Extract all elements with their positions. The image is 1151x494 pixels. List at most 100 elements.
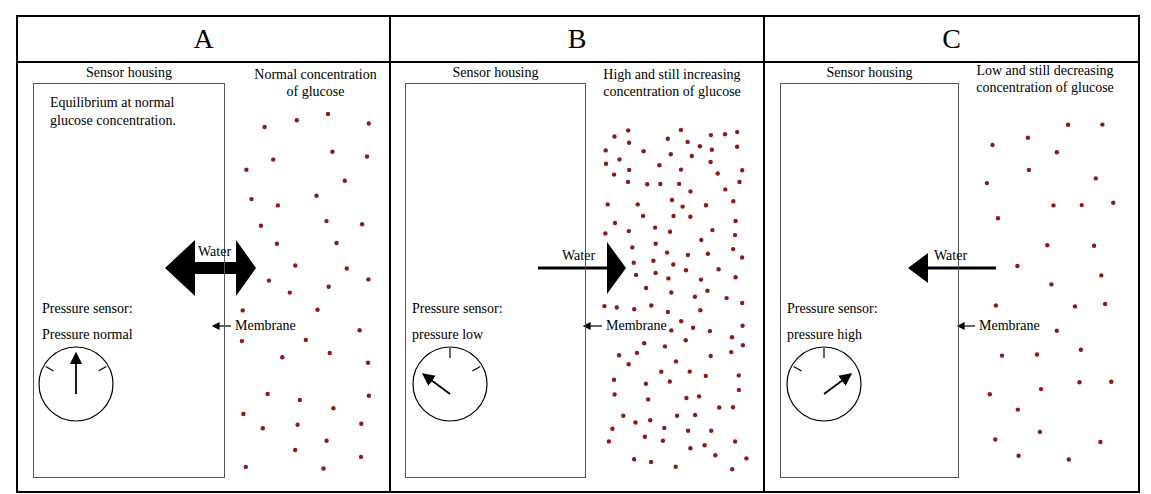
glucose-dot [295,118,299,122]
glucose-dot [733,275,737,279]
glucose-dot [697,394,701,398]
glucose-dot [1026,136,1030,140]
glucose-dot [709,354,713,358]
glucose-dot [607,439,611,443]
glucose-dot [632,261,636,265]
panel-letter: C [765,17,1138,63]
water-arrow [165,240,256,296]
glucose-dot [691,326,695,330]
glucose-dot [1079,348,1083,352]
glucose-dot [1099,273,1103,277]
housing-note: Pressure sensor: Pressure normal [42,296,154,348]
glucose-dot [704,374,708,378]
glucose-dot [1109,380,1113,384]
glucose-dot [293,263,297,267]
glucose-dot [698,308,702,312]
glucose-dot [1073,304,1077,308]
glucose-dot [1051,203,1055,207]
glucose-dot [314,194,318,198]
glucose-dot [627,362,631,366]
glucose-dot [612,392,616,396]
glucose-dot [713,453,717,457]
glucose-dot [704,203,708,207]
glucose-dot [688,369,692,373]
glucose-dot [641,149,645,153]
glucose-dot [679,167,683,171]
glucose-dot [730,467,734,471]
glucose-dot [328,351,332,355]
glucose-dot [670,198,674,202]
glucose-dot [241,308,245,312]
glucose-dot [741,343,745,347]
water-arrowhead [607,242,626,294]
glucose-dot [626,180,630,184]
glucose-dot [723,187,727,191]
glucose-dot [724,296,728,300]
housing-heading: Sensor housing [34,65,224,81]
glucose-dot [740,301,744,305]
glucose-dot [321,466,325,470]
glucose-dot [366,361,370,365]
glucose-dot [985,181,989,185]
glucose-dot [671,262,675,266]
glucose-dot [241,412,245,416]
glucose-dot [280,355,284,359]
glucose-dot [675,414,679,418]
glucose-dot [693,413,697,417]
glucose-dot [244,465,248,469]
glucose-dot [304,338,308,342]
glucose-dot [729,350,733,354]
glucose-dot [315,308,319,312]
glucose-dot [244,168,248,172]
glucose-dot [994,303,998,307]
glucose-dot [702,443,706,447]
glucose-dot [699,238,703,242]
glucose-dot [651,259,655,263]
glucose-dot [674,359,678,363]
glucose-dot [990,143,994,147]
water-arrow [924,267,996,270]
water-label: Water [198,243,231,260]
glucose-dot [735,130,739,134]
membrane-label: Membrane [979,317,1040,334]
glucose-dot [1103,302,1107,306]
membrane-label: Membrane [606,317,667,334]
glucose-dot [627,229,631,233]
glucose-dot [265,392,269,396]
sensor-housing: Sensor housingEquilibrium at normal gluc… [33,83,225,478]
glucose-dot [668,379,672,383]
panel-letter: B [391,17,763,63]
glucose-dot [648,418,652,422]
glucose-dot [735,145,739,149]
glucose-dot [1027,168,1031,172]
glucose-dot [684,268,688,272]
glucose-dot [636,202,640,206]
housing-note: Pressure sensor: pressure low [412,296,524,348]
glucose-dot [708,329,712,333]
glucose-dot [684,396,688,400]
glucose-dot [730,335,734,339]
glucose-dot [634,273,638,277]
glucose-dot [684,338,688,342]
glucose-dot [630,245,634,249]
glucose-dot [988,392,992,396]
glucose-dot [632,307,636,311]
glucose-dot [653,271,657,275]
membrane-label: Membrane [235,317,296,334]
glucose-dot [643,435,647,439]
glucose-dot [359,455,363,459]
glucose-dot [644,286,648,290]
glucose-dot [298,398,302,402]
glucose-dot [708,160,712,164]
pressure-gauge [413,347,487,421]
glucose-molecules [240,112,1116,472]
glucose-dot [365,154,369,158]
sensor-housing: Sensor housingPressure sensor: pressure … [405,83,586,478]
housing-note: Equilibrium at normal glucose concentrat… [50,94,215,130]
glucose-dot [627,168,631,172]
glucose-dot [617,353,621,357]
glucose-dot [688,215,692,219]
glucose-dot [327,285,331,289]
glucose-dot [275,242,279,246]
